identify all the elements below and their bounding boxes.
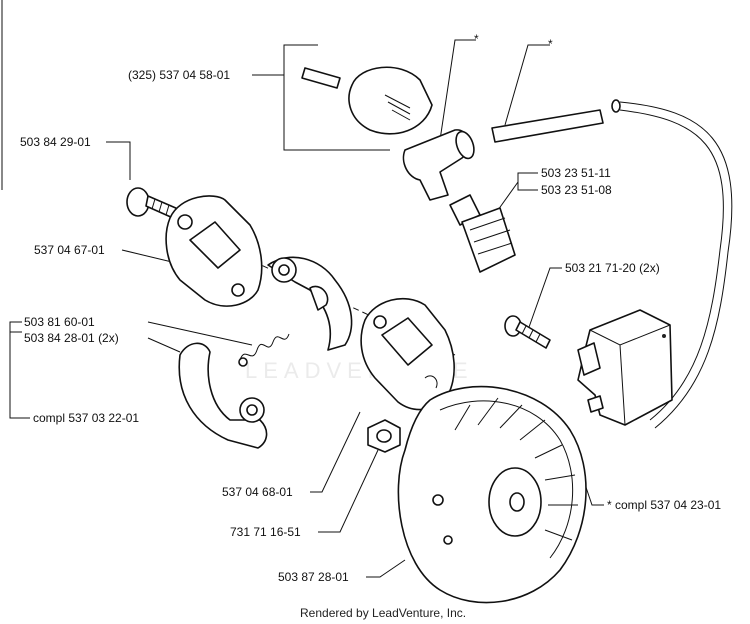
label-plate-right: 537 04 68-01 xyxy=(222,485,293,499)
plate-left xyxy=(165,195,263,307)
plug-cap xyxy=(348,66,433,135)
plug-boot xyxy=(402,129,475,201)
label-star-left: * xyxy=(474,32,479,46)
nut xyxy=(367,419,401,453)
label-plug-b: 503 23 51-08 xyxy=(541,183,612,197)
label-flywheel: 503 87 28-01 xyxy=(278,570,349,584)
label-compl-clutch: compl 537 03 22-01 xyxy=(33,411,139,425)
cap-pin xyxy=(301,67,341,89)
ignition-coil xyxy=(577,309,673,426)
label-screw-coil: 503 21 71-20 (2x) xyxy=(565,261,660,275)
spring xyxy=(238,333,290,367)
label-plate-left: 537 04 67-01 xyxy=(34,243,105,257)
footer-credit: Rendered by LeadVenture, Inc. xyxy=(300,606,466,620)
label-nut: 731 71 16-51 xyxy=(230,525,301,539)
label-spring: 503 81 60-01 xyxy=(24,315,95,329)
label-compl-coil: * compl 537 04 23-01 xyxy=(607,498,721,512)
label-bolt-top: 503 84 29-01 xyxy=(20,135,91,149)
label-plug-a: 503 23 51-11 xyxy=(541,166,611,180)
clutch-shoe-upper xyxy=(267,256,353,351)
label-cap-pin: (325) 537 04 58-01 xyxy=(128,68,230,82)
flywheel xyxy=(397,385,587,604)
clutch-shoe-lower xyxy=(178,342,268,449)
label-washer-2x: 503 84 28-01 (2x) xyxy=(24,331,119,345)
spark-plug xyxy=(449,194,516,273)
label-star-right: * xyxy=(548,37,553,51)
ignition-lead xyxy=(491,99,733,429)
plate-right xyxy=(360,297,455,411)
coil-screw xyxy=(504,315,551,349)
